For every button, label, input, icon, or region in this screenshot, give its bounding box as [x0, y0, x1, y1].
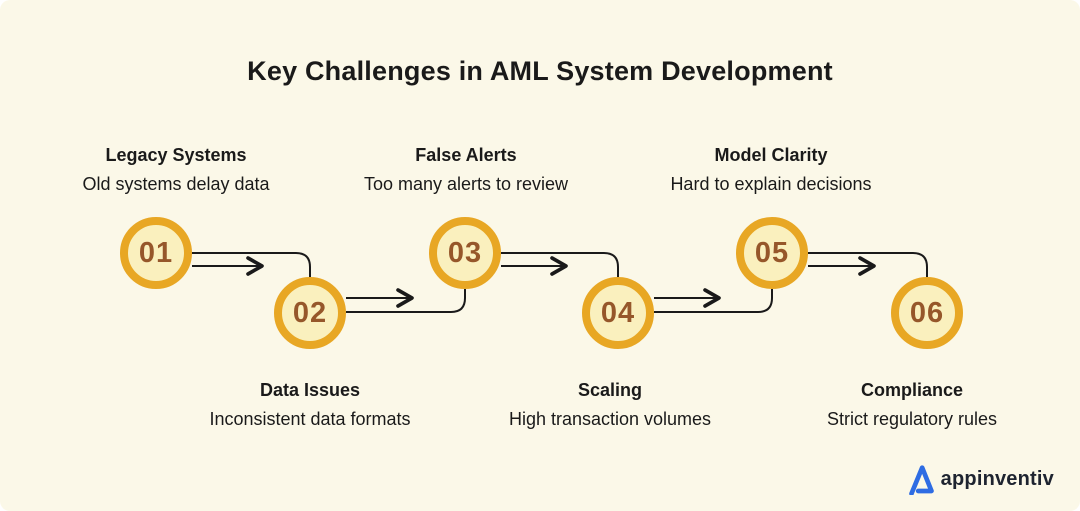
- appinventiv-logo: appinventiv: [908, 463, 1054, 495]
- step-title: Model Clarity: [714, 145, 828, 165]
- step-circle-01: 01: [120, 217, 192, 289]
- step-circle-04: 04: [582, 277, 654, 349]
- connector-3-4: [501, 252, 619, 277]
- step-title: Legacy Systems: [105, 145, 247, 165]
- step-title: Compliance: [860, 380, 964, 400]
- step-number: 05: [754, 236, 790, 269]
- connector-4-5: [654, 289, 773, 313]
- step-description: Inconsistent data formats: [209, 409, 411, 429]
- step-description: Too many alerts to review: [363, 174, 569, 194]
- step-number: 01: [138, 236, 174, 269]
- step-description: Hard to explain decisions: [670, 174, 872, 194]
- step-label-3: False Alerts Too many alerts to review: [364, 141, 568, 199]
- step-label-5: Model Clarity Hard to explain decisions: [670, 141, 871, 199]
- step-label-6: Compliance Strict regulatory rules: [827, 376, 997, 434]
- step-number: 02: [292, 296, 328, 329]
- step-circle-05: 05: [736, 217, 808, 289]
- connector-2-3: [346, 289, 466, 313]
- step-label-4: Scaling High transaction volumes: [509, 376, 711, 434]
- step-circle-03: 03: [429, 217, 501, 289]
- step-description: Old systems delay data: [82, 174, 270, 194]
- page-title: Key Challenges in AML System Development: [247, 56, 833, 86]
- step-number: 06: [909, 296, 945, 329]
- step-title: Scaling: [577, 380, 643, 400]
- step-title: False Alerts: [415, 145, 517, 165]
- step-description: Strict regulatory rules: [826, 409, 998, 429]
- logo-wordmark: appinventiv: [940, 467, 1054, 490]
- appinventiv-a-icon: [908, 465, 934, 495]
- connector-5-6: [808, 252, 928, 277]
- step-label-1: Legacy Systems Old systems delay data: [82, 141, 269, 199]
- connector-1-2: [192, 252, 311, 277]
- step-label-2: Data Issues Inconsistent data formats: [209, 376, 410, 434]
- step-description: High transaction volumes: [508, 409, 712, 429]
- step-circle-02: 02: [274, 277, 346, 349]
- step-circle-06: 06: [891, 277, 963, 349]
- step-title: Data Issues: [259, 380, 361, 400]
- step-number: 04: [600, 296, 636, 329]
- step-number: 03: [447, 236, 483, 269]
